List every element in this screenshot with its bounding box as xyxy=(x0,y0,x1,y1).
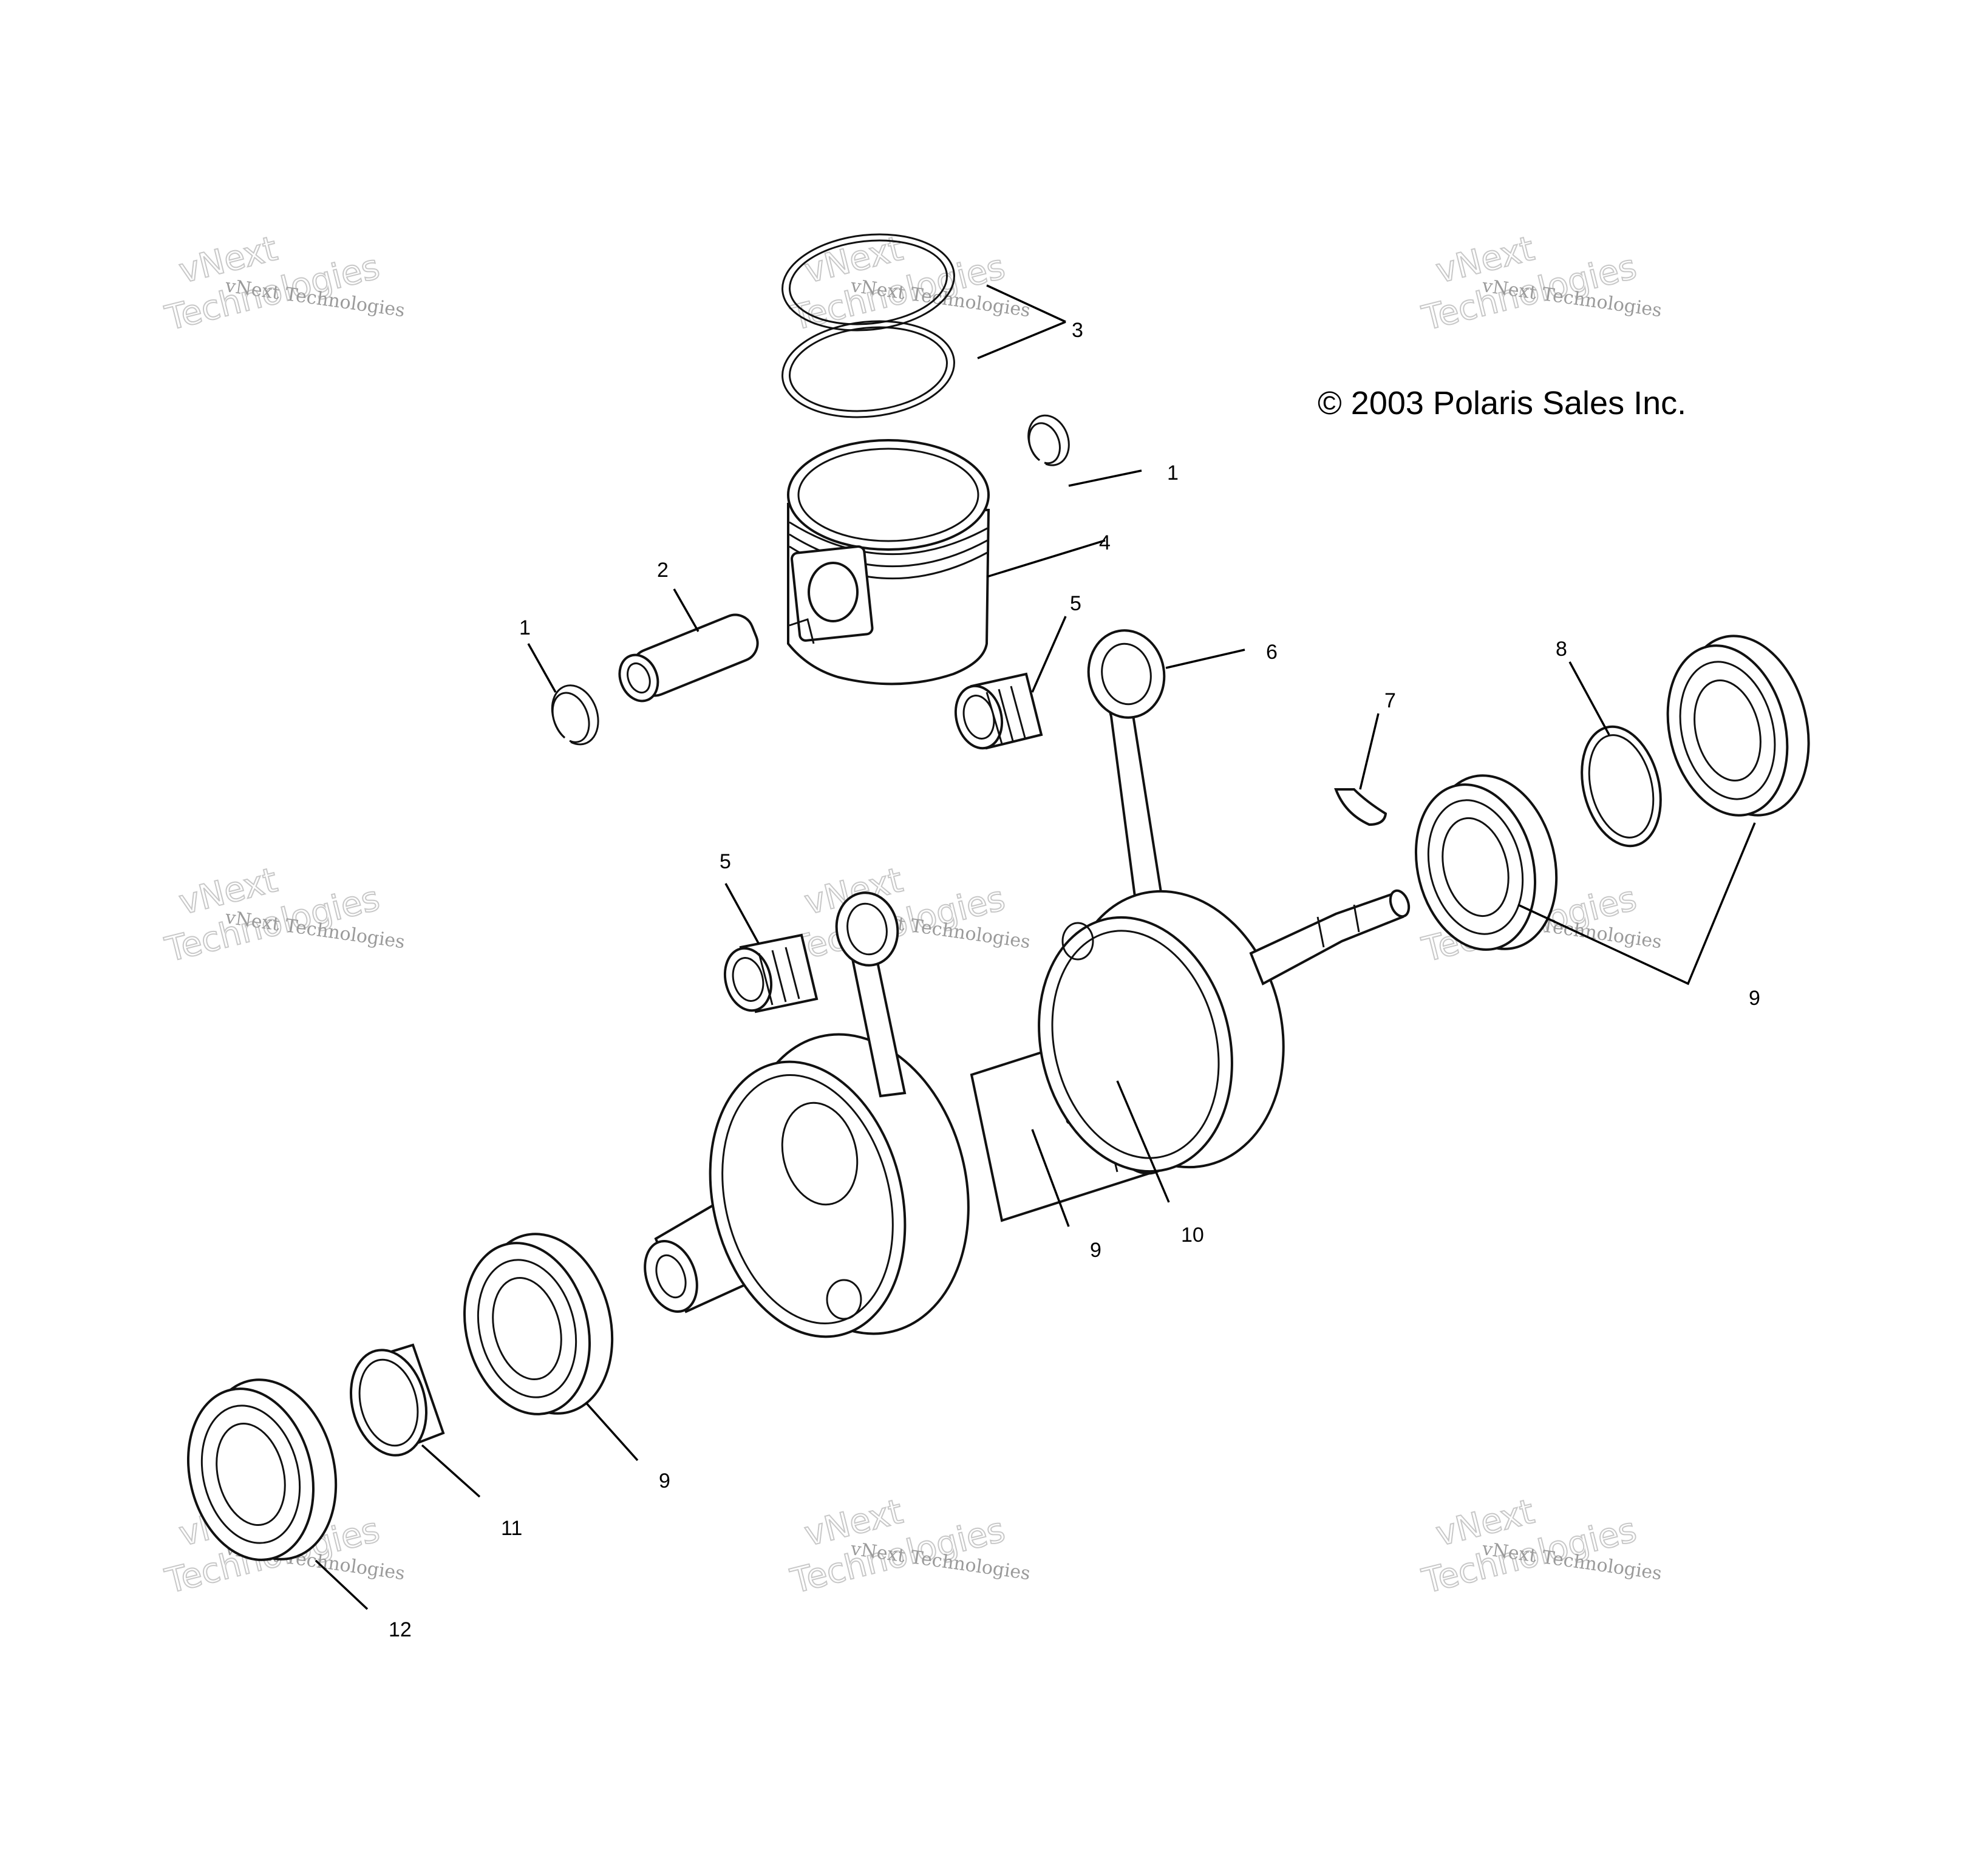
needle-bearing-lower xyxy=(723,933,819,1013)
leader-6 xyxy=(1165,649,1245,669)
connecting-rod-upper xyxy=(1087,629,1216,998)
main-bearing-right-inner xyxy=(1414,774,1558,951)
callout-11: 11 xyxy=(501,1517,522,1540)
leader-1-left xyxy=(527,643,557,693)
callout-9-left: 9 xyxy=(659,1469,670,1493)
leader-10 xyxy=(1116,1080,1170,1203)
callout-8: 8 xyxy=(1556,638,1567,661)
leader-lines xyxy=(315,284,1756,1610)
callout-1-right: 1 xyxy=(1167,461,1179,485)
callout-9-right: 9 xyxy=(1749,987,1760,1010)
leader-9-center xyxy=(1031,1129,1070,1227)
leader-1-right xyxy=(1068,469,1142,487)
crankshaft xyxy=(644,889,1411,1338)
main-bearing-right-outer xyxy=(1666,635,1810,817)
callout-10: 10 xyxy=(1181,1224,1204,1247)
leader-11 xyxy=(421,1444,481,1498)
callout-1-left: 1 xyxy=(519,616,531,639)
callout-9-center: 9 xyxy=(1090,1239,1101,1262)
woodruff-key xyxy=(1334,788,1387,826)
leader-9-left xyxy=(585,1401,639,1462)
piston-ring-lower xyxy=(781,320,955,418)
leader-12 xyxy=(315,1559,369,1610)
callout-3: 3 xyxy=(1072,319,1083,342)
oil-seal-left xyxy=(186,1378,338,1561)
callout-2: 2 xyxy=(657,559,669,582)
callout-5-upper: 5 xyxy=(1070,592,1081,615)
leader-4 xyxy=(986,539,1106,578)
callout-4: 4 xyxy=(1099,531,1111,554)
callout-12: 12 xyxy=(389,1618,412,1641)
callout-6: 6 xyxy=(1266,641,1278,664)
watermark-mid-left: vNext Technologies xyxy=(161,860,384,970)
watermark-top-right: vNext Technologies xyxy=(1418,228,1641,339)
leader-2 xyxy=(673,588,700,632)
circlip-right xyxy=(1027,414,1070,466)
circlip-left xyxy=(551,684,599,746)
watermark-top-center: vNext Technologies xyxy=(786,228,1010,339)
piston-pin xyxy=(618,613,759,703)
watermark-bottom-center: vNext Technologies xyxy=(786,1491,1010,1602)
shim-ring-right xyxy=(1581,725,1662,848)
leader-7 xyxy=(1359,713,1380,790)
piston xyxy=(787,439,990,686)
watermark-bottom-right: vNext Technologies xyxy=(1418,1491,1641,1602)
needle-bearing-upper xyxy=(954,672,1043,750)
callout-5-lower: 5 xyxy=(720,850,731,873)
leader-9-right xyxy=(1517,822,1756,986)
leader-8 xyxy=(1568,661,1610,735)
piston-ring-upper xyxy=(781,233,955,332)
leader-5-upper xyxy=(1031,616,1067,693)
leader-3 xyxy=(977,284,1066,359)
main-bearing-left xyxy=(463,1233,614,1415)
spacer-ring-left xyxy=(350,1343,445,1457)
callout-7: 7 xyxy=(1384,689,1396,712)
copyright-notice: © 2003 Polaris Sales Inc. xyxy=(1318,385,1686,421)
leader-5-lower xyxy=(724,883,760,945)
watermark-top-left: vNext Technologies xyxy=(161,228,384,339)
